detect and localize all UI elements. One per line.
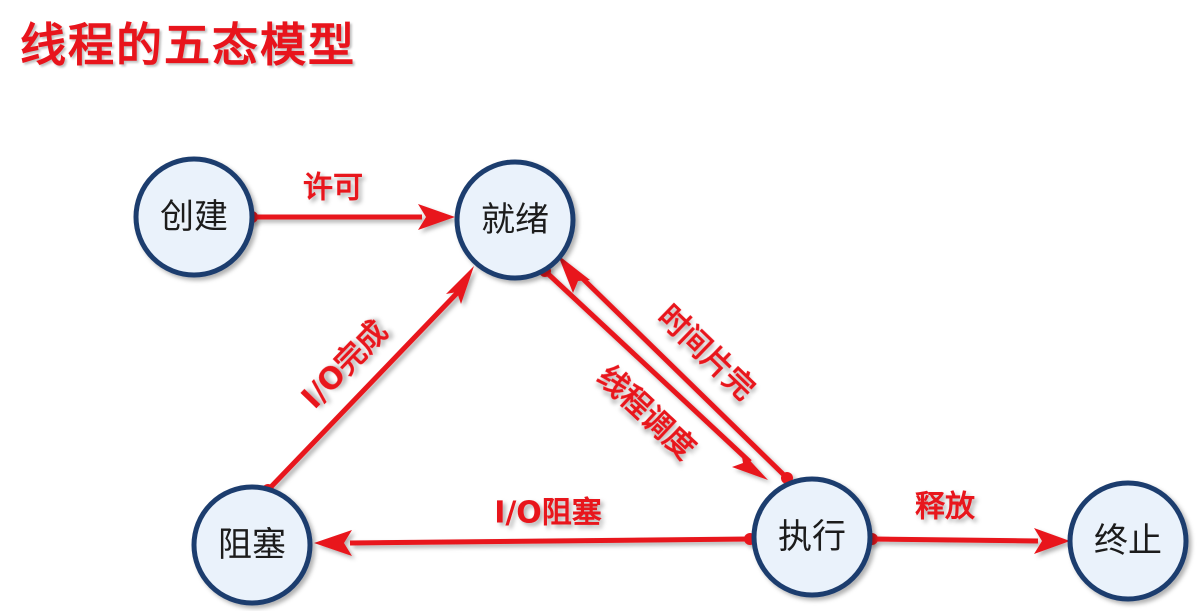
node-ready: 就绪 — [454, 159, 576, 281]
node-label-blocked: 阻塞 — [218, 525, 286, 565]
node-label-running: 执行 — [778, 517, 846, 557]
edge-label-admit: 许可 — [303, 171, 363, 206]
edge-label-timeout: 时间片完 — [651, 299, 762, 408]
edge-release — [866, 528, 1070, 554]
edge-io-block — [314, 530, 756, 556]
edge-io-complete — [262, 266, 474, 496]
node-label-ready: 就绪 — [481, 200, 549, 240]
edge-label-release: 释放 — [915, 490, 976, 525]
node-terminated: 终止 — [1067, 480, 1189, 602]
edge-label-io-complete: I/O完成 — [295, 314, 395, 416]
node-label-terminated: 终止 — [1094, 521, 1162, 561]
node-create: 创建 — [133, 156, 255, 278]
page-title: 线程的五态模型 — [20, 18, 356, 72]
edge-admit — [246, 204, 455, 230]
node-label-create: 创建 — [160, 197, 228, 237]
edge-label-io-block: I/O阻塞 — [494, 496, 602, 531]
node-running: 执行 — [751, 476, 873, 598]
node-blocked: 阻塞 — [191, 484, 313, 606]
